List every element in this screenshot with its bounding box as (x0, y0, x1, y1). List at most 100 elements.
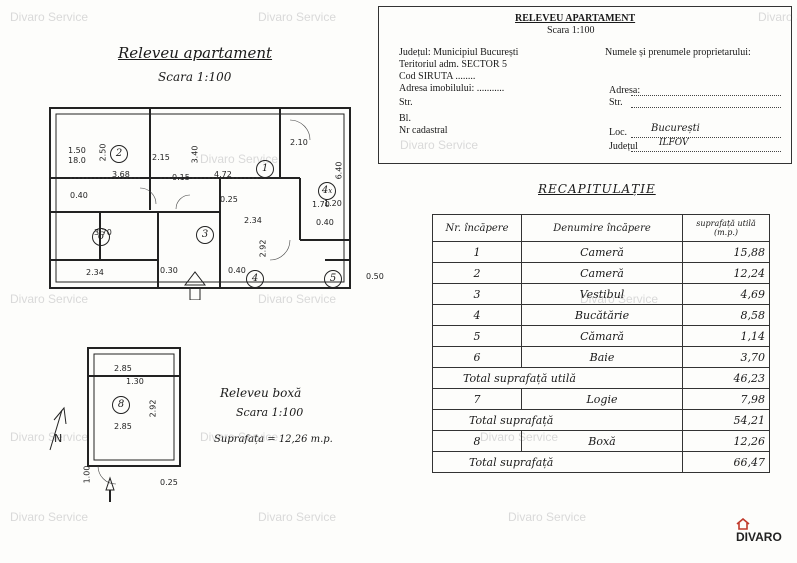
watermark: Divaro Service (258, 10, 337, 24)
box-plan-scale: Scara 1:100 (236, 406, 304, 419)
north-label: N (54, 432, 63, 445)
room-label: 2 (110, 145, 128, 163)
info-line: Adresa: (609, 85, 641, 96)
dimension-label: 0.50 (366, 272, 384, 281)
table-header: Nr. încăpere (432, 214, 522, 242)
dimension-label: 2.34 (244, 216, 262, 225)
room-label: 5 (324, 270, 342, 288)
table-header: suprafață utilă (m.p.) (682, 214, 770, 242)
dotted-line (631, 137, 781, 138)
table-cell: Cameră (521, 262, 683, 284)
watermark: Divaro Service (10, 510, 89, 524)
table-cell: 5 (432, 325, 522, 347)
table-cell: Baie (521, 346, 683, 368)
table-cell: 4,69 (682, 283, 770, 305)
table-cell: Logie (521, 388, 683, 410)
dimension-label: 1.70 (312, 200, 330, 209)
info-line: Județul (609, 141, 638, 152)
watermark: Divaro Service (258, 510, 337, 524)
watermark: Divaro Service (400, 138, 479, 152)
table-row: 2 Cameră 12,24 (432, 262, 770, 284)
table-cell: Vestibul (521, 283, 683, 305)
dimension-label: 0.25 (160, 478, 178, 487)
divaro-logo: DIVARO (736, 516, 797, 544)
dimension-label: 3.40 (190, 145, 200, 164)
info-line: Str. (609, 97, 623, 108)
info-line: Nr cadastral (399, 125, 448, 136)
dimension-label: 2.50 (98, 143, 108, 162)
info-line: Județul: Municipiul București (399, 47, 519, 58)
table-cell: Bucătărie (521, 304, 683, 326)
room-label: 1 (256, 160, 274, 178)
dimension-label: 0.40 (228, 266, 246, 275)
dotted-line (631, 151, 781, 152)
table-cell: 12,26 (682, 430, 770, 452)
table-cell: Total suprafață (432, 409, 683, 431)
dimension-label: 3.68 (112, 170, 130, 179)
judet-value: ILFOV (659, 138, 689, 148)
watermark: Divaro Service (10, 430, 89, 444)
room-label: 8 (112, 396, 130, 414)
dimension-label: 0.40 (316, 218, 334, 227)
dimension-label: 2.92 (258, 239, 268, 258)
table-cell: 2 (432, 262, 522, 284)
watermark: Divaro Service (200, 430, 279, 444)
table-cell: 8 (432, 430, 522, 452)
table-cell: 1,14 (682, 325, 770, 347)
dimension-label: 2.85 (114, 422, 132, 431)
plan-title: Releveu apartament (118, 44, 273, 62)
table-cell: 4 (432, 304, 522, 326)
house-icon (736, 517, 750, 530)
dimension-label: 1.30 (126, 377, 144, 386)
watermark: Divaro Service (508, 510, 587, 524)
table-cell: 12,24 (682, 262, 770, 284)
table-cell: Boxă (521, 430, 683, 452)
dimension-label: 3.70 (94, 228, 112, 237)
dimension-label: 2.10 (290, 138, 308, 147)
info-box-scale: Scara 1:100 (547, 25, 595, 36)
table-cell: Cămară (521, 325, 683, 347)
box-floor-plan (49, 347, 181, 502)
table-cell: Total suprafață utilă (432, 367, 683, 389)
dimension-label: 0.25 (220, 195, 238, 204)
dimension-label: 1.50 (68, 146, 86, 155)
table-cell: 46,23 (682, 367, 770, 389)
table-cell: 66,47 (682, 451, 770, 473)
recap-table: Nr. încăpere Denumire încăpere suprafață… (432, 214, 770, 473)
info-line: Adresa imobilului: ........... (399, 83, 505, 94)
dimension-label: 4.72 (214, 170, 232, 179)
dimension-label: 2.34 (86, 268, 104, 277)
table-header: Denumire încăpere (521, 214, 683, 242)
dimension-label: 18.0 (68, 156, 86, 165)
recap-title: RECAPITULAȚIE (538, 182, 656, 196)
table-cell: 54,21 (682, 409, 770, 431)
table-row: 7 Logie 7,98 (432, 388, 770, 410)
watermark: Divaro Service (758, 10, 797, 24)
table-cell: 3,70 (682, 346, 770, 368)
room-label: 3 (196, 226, 214, 244)
info-line: Str. (399, 97, 413, 108)
table-row: 1 Cameră 15,88 (432, 241, 770, 263)
table-row: 5 Cămară 1,14 (432, 325, 770, 347)
dimension-label: 0.15 (172, 173, 190, 182)
table-row: 6 Baie 3,70 (432, 346, 770, 368)
dimension-label: 1.00 (82, 465, 92, 484)
room-label: 4x (318, 182, 336, 200)
plan-scale: Scara 1:100 (158, 70, 232, 84)
watermark: Divaro Service (258, 292, 337, 306)
info-line: Teritoriul adm. SECTOR 5 (399, 59, 507, 70)
watermark: Divaro Service (10, 10, 89, 24)
info-line: Bl. (399, 113, 411, 124)
table-cell: 1 (432, 241, 522, 263)
table-cell: 6 (432, 346, 522, 368)
info-line: Cod SIRUTA ........ (399, 71, 476, 82)
table-row: 4 Bucătărie 8,58 (432, 304, 770, 326)
table-cell: 3 (432, 283, 522, 305)
dimension-label: 2.92 (148, 399, 158, 418)
loc-value: București (651, 123, 700, 134)
dotted-line (631, 107, 781, 108)
owner-title: Numele și prenumele proprietarului: (605, 47, 751, 58)
table-row: 8 Boxă 12,26 (432, 430, 770, 452)
table-cell: 8,58 (682, 304, 770, 326)
table-row-total: Total suprafață 66,47 (432, 451, 770, 473)
